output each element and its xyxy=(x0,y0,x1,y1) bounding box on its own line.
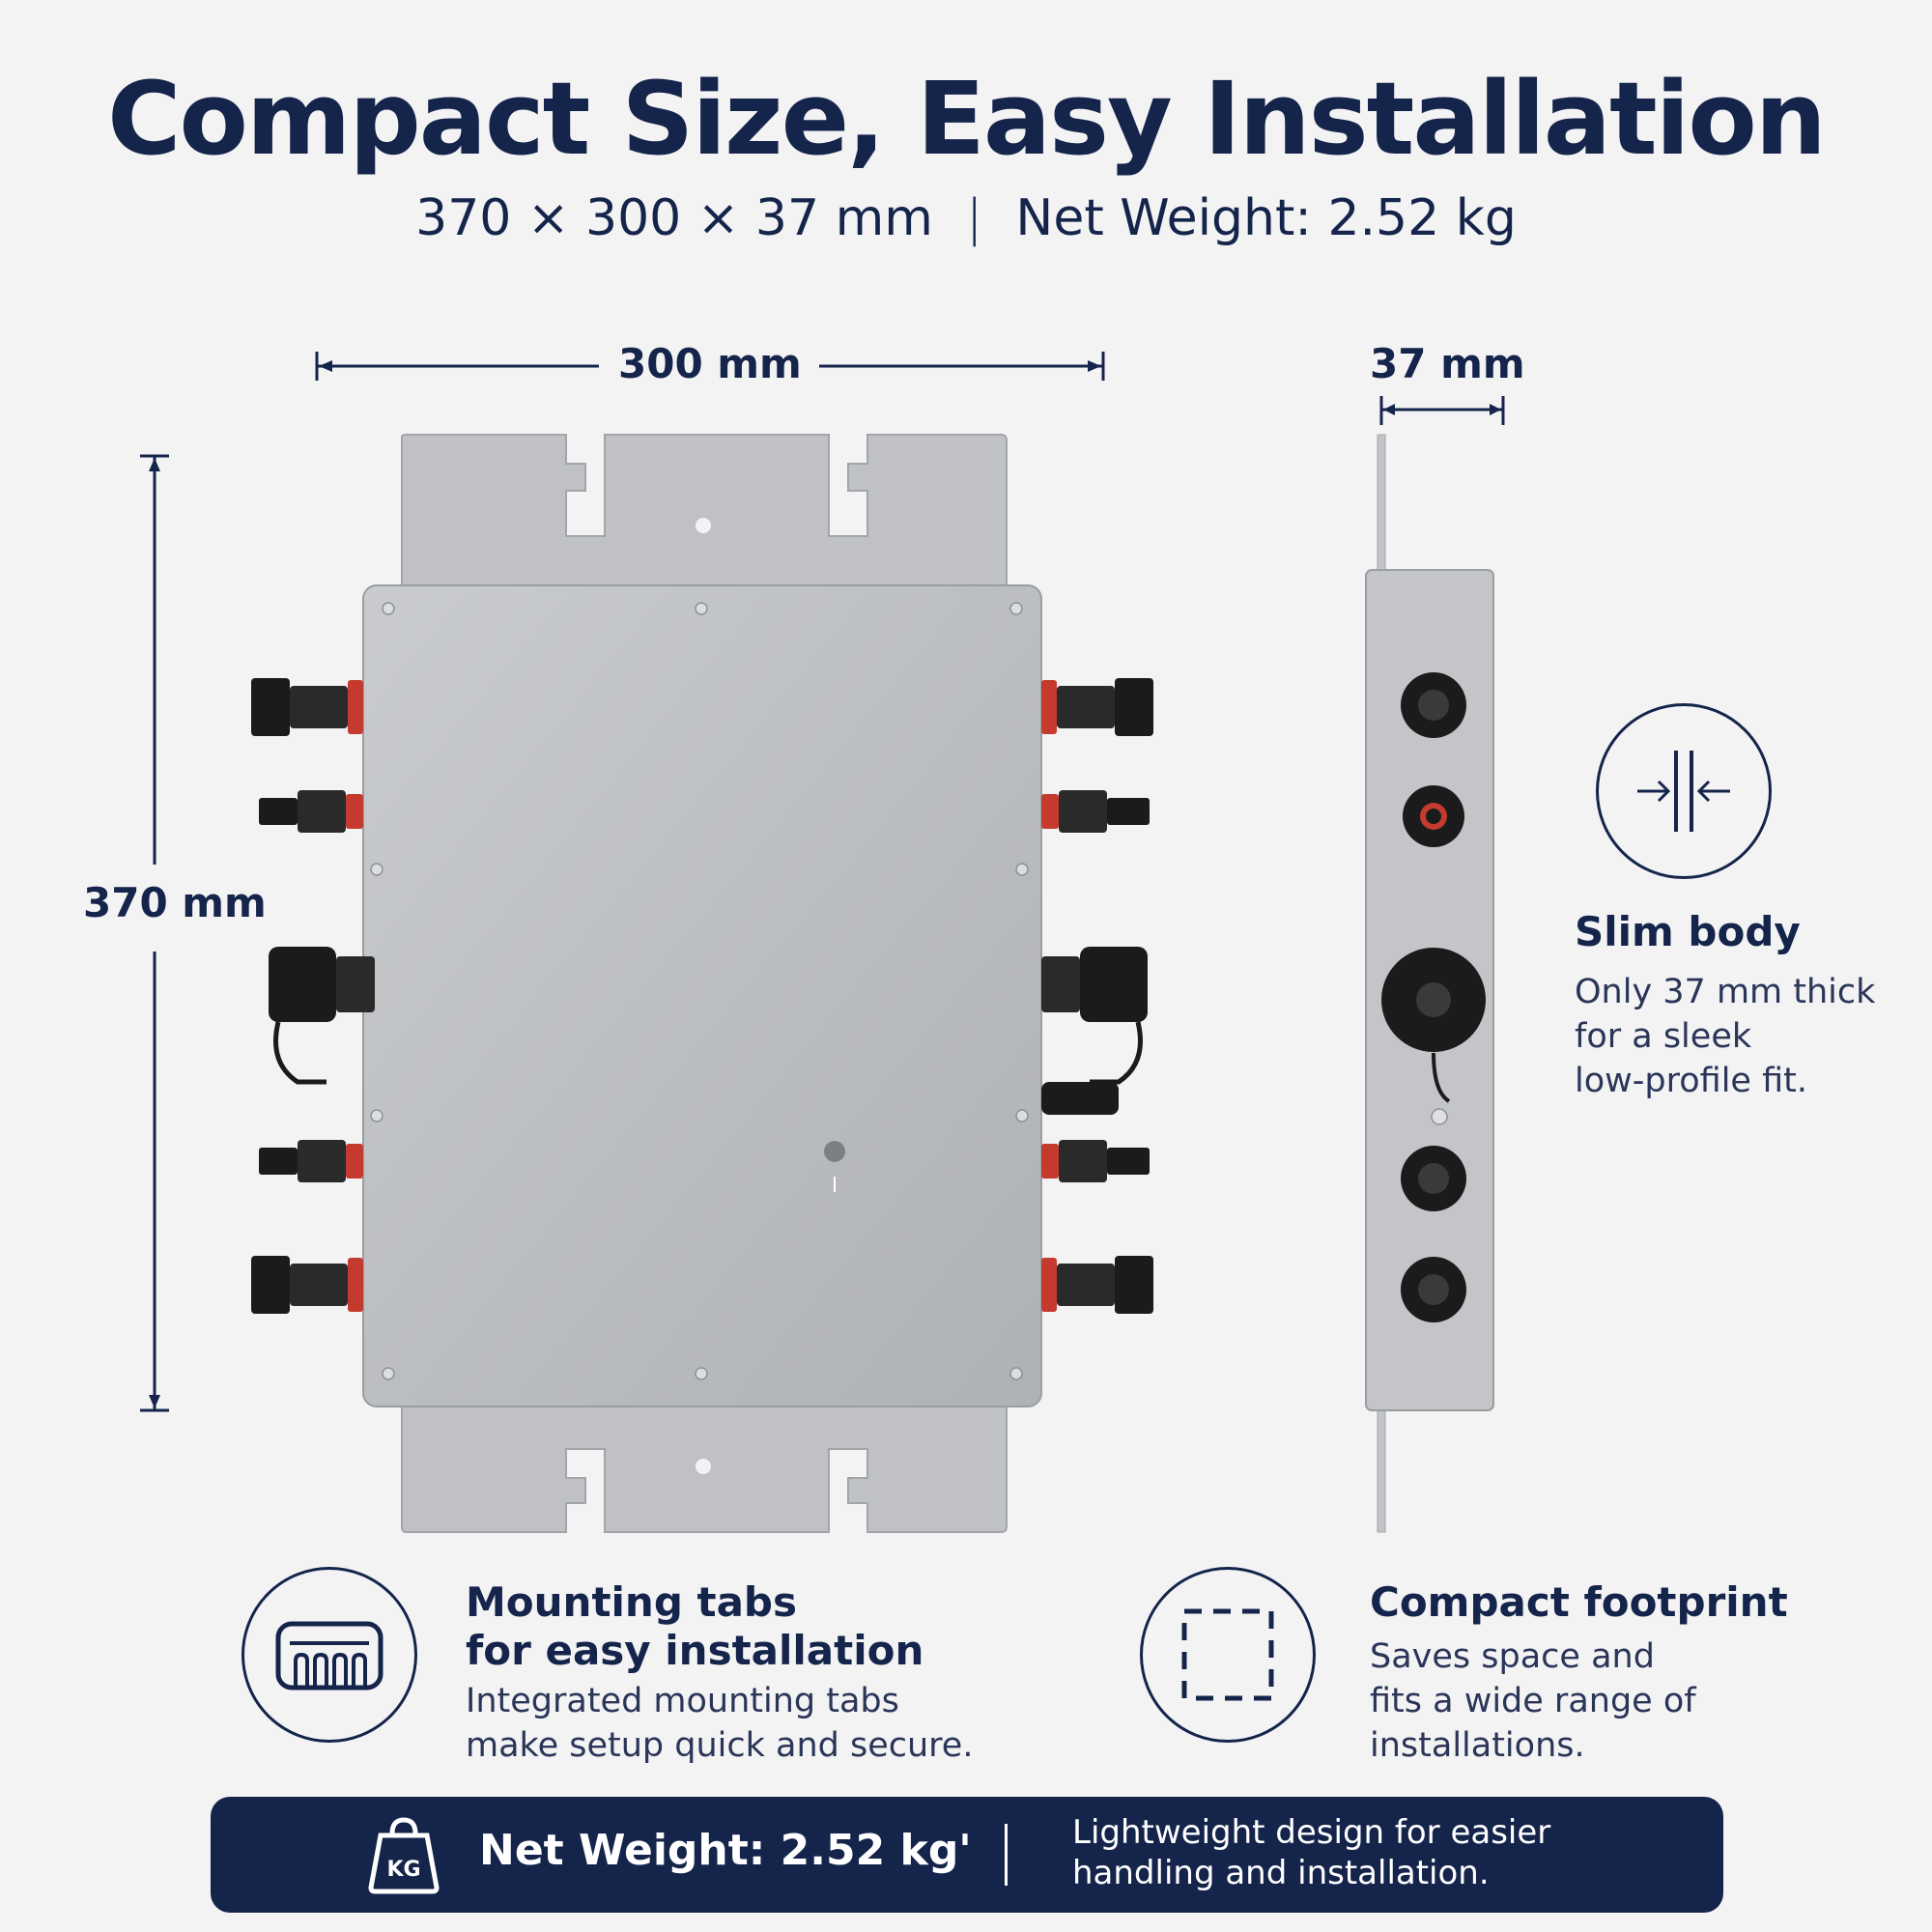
right-connectors xyxy=(1041,678,1153,1314)
width-dimension-line xyxy=(315,352,1105,381)
status-led xyxy=(824,1141,845,1162)
slim-line: for a sleek xyxy=(1575,1017,1752,1056)
depth-label: 37 mm xyxy=(1370,340,1525,387)
slim-line: Only 37 mm thick xyxy=(1575,973,1876,1011)
footprint-line: Saves space and xyxy=(1370,1637,1655,1676)
bar-desc-line: Lightweight design for easier xyxy=(1072,1813,1551,1852)
bar-net-weight: Net Weight: 2.52 kg' xyxy=(479,1826,972,1875)
mounting-line: Integrated mounting tabs xyxy=(466,1682,899,1720)
compact-footprint-icon xyxy=(1140,1567,1316,1743)
width-label: 300 mm xyxy=(618,340,802,387)
kg-icon-text: KG xyxy=(386,1858,420,1882)
dimension-lines xyxy=(140,352,1505,1412)
subtitle-separator: | xyxy=(965,189,983,247)
footprint-line: installations. xyxy=(1370,1726,1585,1765)
page-subtitle: 370 × 300 × 37 mm | Net Weight: 2.52 kg xyxy=(0,189,1932,247)
height-dimension-line xyxy=(140,454,169,1412)
mounting-tabs-icon xyxy=(242,1567,417,1743)
page-title: Compact Size, Easy Installation xyxy=(107,60,1827,178)
net-weight-bar xyxy=(211,1797,1723,1913)
weight-text: Net Weight: 2.52 kg xyxy=(1015,189,1517,247)
left-connectors xyxy=(251,678,375,1314)
slim-line: low-profile fit. xyxy=(1575,1062,1807,1100)
slim-body-heading: Slim body xyxy=(1575,908,1801,955)
mounting-tabs-description: Integrated mounting tabs make setup quic… xyxy=(466,1679,973,1768)
compact-footprint-description: Saves space and fits a wide range of ins… xyxy=(1370,1634,1696,1768)
height-label: 370 mm xyxy=(83,879,267,926)
inverter-front-view xyxy=(251,434,1153,1533)
inverter-side-view xyxy=(1365,434,1494,1533)
slim-body-icon xyxy=(1596,703,1772,879)
bar-divider xyxy=(1005,1824,1008,1886)
mounting-tabs-heading: Mounting tabs for easy installation xyxy=(466,1578,923,1675)
bar-description: Lightweight design for easier handling a… xyxy=(1072,1812,1550,1893)
mounting-plate-top xyxy=(401,434,1008,590)
mounting-heading-line: Mounting tabs xyxy=(466,1578,797,1626)
inverter-body xyxy=(362,584,1042,1407)
weight-kg-icon: KG xyxy=(365,1814,442,1895)
dimensions-text: 370 × 300 × 37 mm xyxy=(415,189,933,247)
mounting-heading-line: for easy installation xyxy=(466,1627,924,1674)
footprint-line: fits a wide range of xyxy=(1370,1682,1696,1720)
depth-dimension-line xyxy=(1379,396,1505,425)
bar-desc-line: handling and installation. xyxy=(1072,1854,1490,1892)
slim-body-description: Only 37 mm thick for a sleek low-profile… xyxy=(1575,970,1875,1103)
mounting-line: make setup quick and secure. xyxy=(466,1726,974,1765)
compact-footprint-heading: Compact footprint xyxy=(1370,1578,1788,1626)
